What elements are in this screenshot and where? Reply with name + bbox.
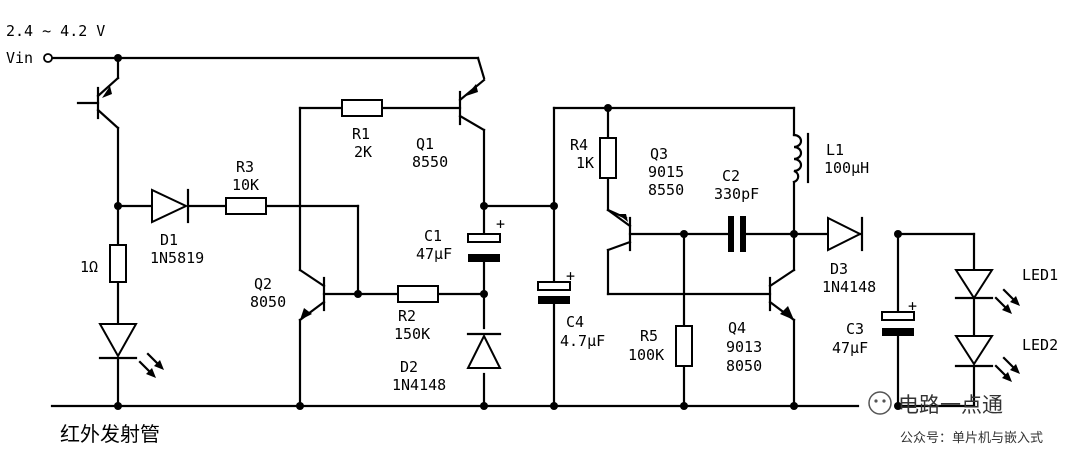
c4-capacitor [537, 281, 571, 304]
c3-value: 47μF [832, 339, 868, 357]
r6-value: 1Ω [80, 258, 98, 276]
c3-name: C3 [846, 320, 864, 338]
watermark-brand: 电路一点通 [898, 393, 1003, 417]
r2-resistor [397, 285, 439, 303]
r4-resistor [599, 137, 617, 179]
q3-value1: 9015 [648, 163, 684, 181]
d2-diode [466, 332, 502, 369]
d1-value: 1N5819 [150, 249, 204, 267]
c1-capacitor [467, 233, 501, 262]
r5-resistor [675, 325, 693, 367]
d3-name: D3 [830, 260, 848, 278]
q3-transistor [606, 208, 632, 252]
led1-label: LED1 [1022, 266, 1058, 284]
watermark-account: 公众号：单片机与嵌入式 [900, 431, 1043, 446]
l1-value: 100μH [824, 159, 869, 177]
r5-value: 100K [628, 346, 664, 364]
q1-transistor [458, 78, 486, 132]
r2-name: R2 [398, 307, 416, 325]
q1-value: 8550 [412, 153, 448, 171]
c2-name: C2 [722, 167, 740, 185]
d3-diode [827, 216, 864, 252]
r1-resistor [341, 99, 383, 117]
input-transistor [96, 76, 120, 130]
c1-value: 47μF [416, 245, 452, 263]
q2-transistor [298, 268, 326, 322]
c4-plus: + [566, 267, 575, 285]
d1-name: D1 [160, 231, 178, 249]
ir-led [98, 323, 164, 378]
q1-name: Q1 [416, 135, 434, 153]
q4-name: Q4 [728, 319, 746, 337]
q4-transistor [768, 268, 796, 322]
c4-value: 4.7μF [560, 332, 605, 350]
c4-name: C4 [566, 313, 584, 331]
c1-name: C1 [424, 227, 442, 245]
led2-label: LED2 [1022, 336, 1058, 354]
l1-inductor [792, 132, 810, 184]
c2-capacitor [728, 216, 746, 252]
r1-value: 2K [354, 143, 372, 161]
c3-plus: + [908, 297, 917, 315]
r3-name: R3 [236, 158, 254, 176]
c2-value: 330pF [714, 185, 759, 203]
l1-name: L1 [826, 141, 844, 159]
d2-name: D2 [400, 358, 418, 376]
junction-dots [114, 54, 902, 410]
r3-value: 10K [232, 176, 259, 194]
q4-value1: 9013 [726, 338, 762, 356]
wires [50, 56, 976, 408]
r4-name: R4 [570, 136, 588, 154]
led2 [954, 335, 1020, 382]
r6-resistor [109, 244, 127, 283]
q3-value2: 8550 [648, 181, 684, 199]
d2-value: 1N4148 [392, 376, 446, 394]
c1-plus: + [496, 215, 505, 233]
r1-name: R1 [352, 125, 370, 143]
q3-name: Q3 [650, 145, 668, 163]
q2-value: 8050 [250, 293, 286, 311]
vin-terminal [43, 53, 53, 63]
q4-value2: 8050 [726, 357, 762, 375]
q2-name: Q2 [254, 275, 272, 293]
vin-label: Vin [6, 49, 33, 67]
supply-voltage-label: 2.4 ~ 4.2 V [6, 22, 105, 40]
r4-value: 1K [576, 154, 594, 172]
led1 [954, 269, 1020, 314]
r5-name: R5 [640, 327, 658, 345]
d3-value: 1N4148 [822, 278, 876, 296]
ir-tube-label: 红外发射管 [60, 422, 160, 446]
watermark: 电路一点通 公众号：单片机与嵌入式 [868, 391, 1043, 446]
d1-diode [151, 188, 190, 224]
r3-resistor [225, 197, 267, 215]
r2-value: 150K [394, 325, 430, 343]
c3-capacitor [881, 311, 915, 336]
